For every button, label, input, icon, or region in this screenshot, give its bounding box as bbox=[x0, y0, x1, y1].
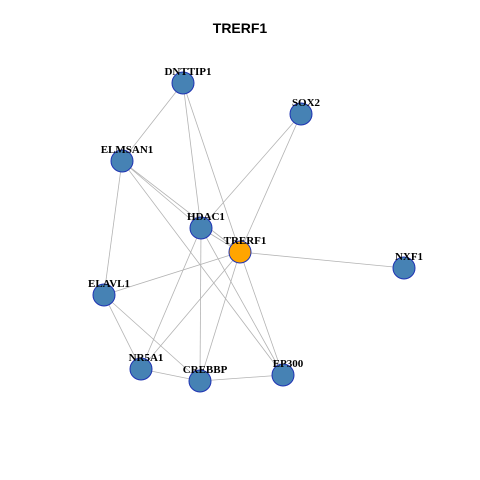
node-hdac1[interactable] bbox=[189, 216, 213, 240]
node-label-hdac1: HDAC1 bbox=[187, 211, 225, 223]
node-nxf1[interactable] bbox=[392, 256, 416, 280]
node-trerf1[interactable] bbox=[228, 240, 252, 264]
edge-elmsan1-trerf1 bbox=[121, 160, 241, 253]
node-label-elmsan1: ELMSAN1 bbox=[101, 144, 154, 156]
node-label-ep300: EP300 bbox=[273, 358, 304, 370]
edge-sox2-hdac1 bbox=[200, 113, 302, 229]
edge-elmsan1-elavl1 bbox=[103, 160, 123, 296]
node-crebbp[interactable] bbox=[188, 369, 212, 393]
node-sox2[interactable] bbox=[289, 102, 313, 126]
node-label-nr5a1: NR5A1 bbox=[129, 352, 164, 364]
edge-trerf1-elavl1 bbox=[103, 251, 241, 296]
node-ep300[interactable] bbox=[271, 363, 295, 387]
node-label-trerf1: TRERF1 bbox=[224, 235, 267, 247]
node-label-elavl1: ELAVL1 bbox=[88, 278, 130, 290]
edge-hdac1-nr5a1 bbox=[140, 227, 202, 370]
node-label-nxf1: NXF1 bbox=[395, 251, 423, 263]
node-elavl1[interactable] bbox=[92, 283, 116, 307]
node-dnttip1[interactable] bbox=[171, 71, 195, 95]
edge-trerf1-nxf1 bbox=[239, 251, 405, 269]
edge-trerf1-nr5a1 bbox=[140, 251, 241, 370]
node-label-sox2: SOX2 bbox=[292, 97, 321, 109]
edge-dnttip1-trerf1 bbox=[182, 82, 241, 253]
node-label-crebbp: CREBBP bbox=[183, 364, 228, 376]
edge-hdac1-ep300 bbox=[200, 227, 284, 376]
edge-trerf1-ep300 bbox=[239, 251, 284, 376]
edge-dnttip1-elmsan1 bbox=[121, 82, 184, 162]
edge-sox2-trerf1 bbox=[239, 113, 302, 253]
edge-elavl1-crebbp bbox=[103, 294, 201, 382]
label-layer: DNTTIP1SOX2ELMSAN1HDAC1TRERF1NXF1ELAVL1N… bbox=[88, 66, 423, 376]
edge-elmsan1-hdac1 bbox=[121, 160, 202, 229]
edge-hdac1-crebbp bbox=[199, 227, 202, 382]
edge-dnttip1-hdac1 bbox=[182, 82, 202, 229]
edge-trerf1-crebbp bbox=[199, 251, 241, 382]
edge-crebbp-ep300 bbox=[199, 374, 284, 382]
node-elmsan1[interactable] bbox=[110, 149, 134, 173]
graph-title: TRERF1 bbox=[212, 20, 268, 36]
node-label-dnttip1: DNTTIP1 bbox=[164, 66, 211, 78]
node-layer bbox=[92, 71, 416, 393]
edge-elmsan1-ep300 bbox=[121, 160, 284, 376]
edge-layer bbox=[103, 82, 405, 382]
node-nr5a1[interactable] bbox=[129, 357, 153, 381]
edge-elavl1-nr5a1 bbox=[103, 294, 142, 370]
